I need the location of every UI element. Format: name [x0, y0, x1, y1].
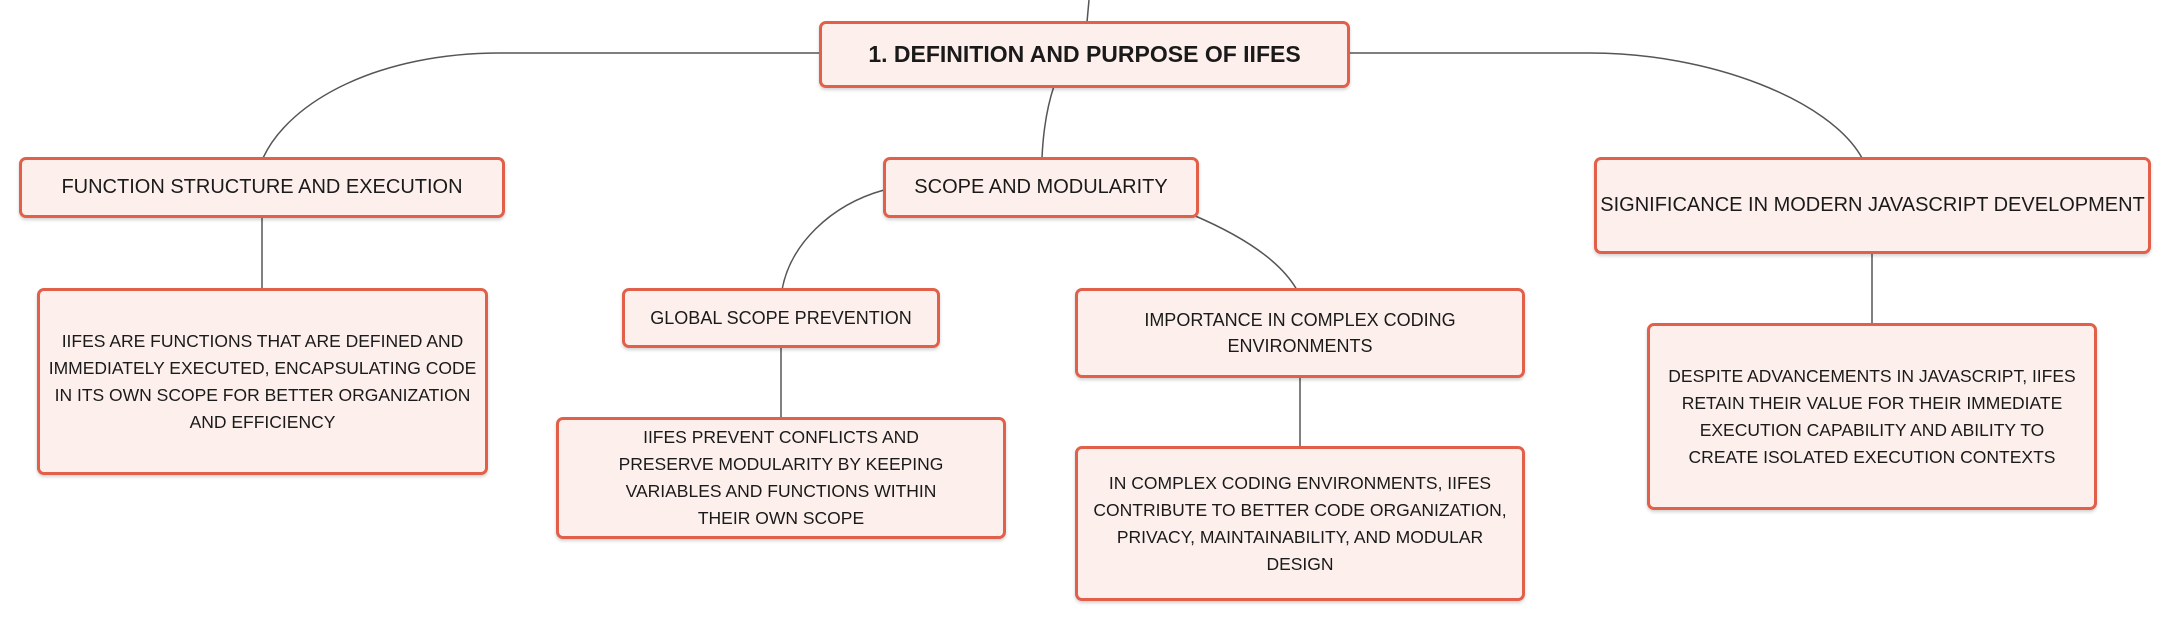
- connector-line: [1192, 214, 1298, 291]
- detail-node-complex-environments[interactable]: IN COMPLEX CODING ENVIRONMENTS, IIFES CO…: [1075, 446, 1525, 601]
- branch-label: SCOPE AND MODULARITY: [914, 176, 1168, 198]
- branch-label: FUNCTION STRUCTURE AND EXECUTION: [61, 176, 463, 198]
- branch-node-function-structure[interactable]: FUNCTION STRUCTURE AND EXECUTION: [19, 157, 505, 218]
- branch-node-scope-modularity[interactable]: SCOPE AND MODULARITY: [883, 157, 1199, 218]
- detail-node-global-scope[interactable]: IIFES PREVENT CONFLICTS AND PRESERVE MOD…: [556, 417, 1006, 539]
- branch-label: SIGNIFICANCE IN MODERN JAVASCRIPT DEVELO…: [1600, 194, 2145, 216]
- subbranch-node-global-scope[interactable]: GLOBAL SCOPE PREVENTION: [622, 288, 940, 348]
- connector-line: [781, 189, 885, 291]
- detail-text: DESPITE ADVANCEMENTS IN JAVASCRIPT, IIFE…: [1668, 365, 2076, 467]
- connector-line: [1348, 52, 1863, 159]
- detail-text: IN COMPLEX CODING ENVIRONMENTS, IIFES CO…: [1093, 472, 1507, 574]
- detail-node-function-structure[interactable]: IIFES ARE FUNCTIONS THAT ARE DEFINED AND…: [37, 288, 488, 475]
- detail-text: IIFES ARE FUNCTIONS THAT ARE DEFINED AND…: [48, 330, 477, 432]
- connector-line: [1086, 0, 1090, 23]
- subbranch-node-complex-environments[interactable]: IMPORTANCE IN COMPLEX CODING ENVIRONMENT…: [1075, 288, 1525, 378]
- root-node[interactable]: 1. DEFINITION AND PURPOSE OF IIFES: [819, 21, 1350, 88]
- detail-text: IIFES PREVENT CONFLICTS AND PRESERVE MOD…: [618, 427, 944, 528]
- detail-node-significance[interactable]: DESPITE ADVANCEMENTS IN JAVASCRIPT, IIFE…: [1647, 323, 2097, 510]
- root-label: 1. DEFINITION AND PURPOSE OF IIFES: [868, 41, 1301, 67]
- branch-node-significance[interactable]: SIGNIFICANCE IN MODERN JAVASCRIPT DEVELO…: [1594, 157, 2151, 254]
- subbranch-label: IMPORTANCE IN COMPLEX CODING ENVIRONMENT…: [1144, 310, 1456, 356]
- connector-line: [1041, 85, 1055, 159]
- subbranch-label: GLOBAL SCOPE PREVENTION: [650, 308, 912, 328]
- connector-line: [262, 52, 820, 159]
